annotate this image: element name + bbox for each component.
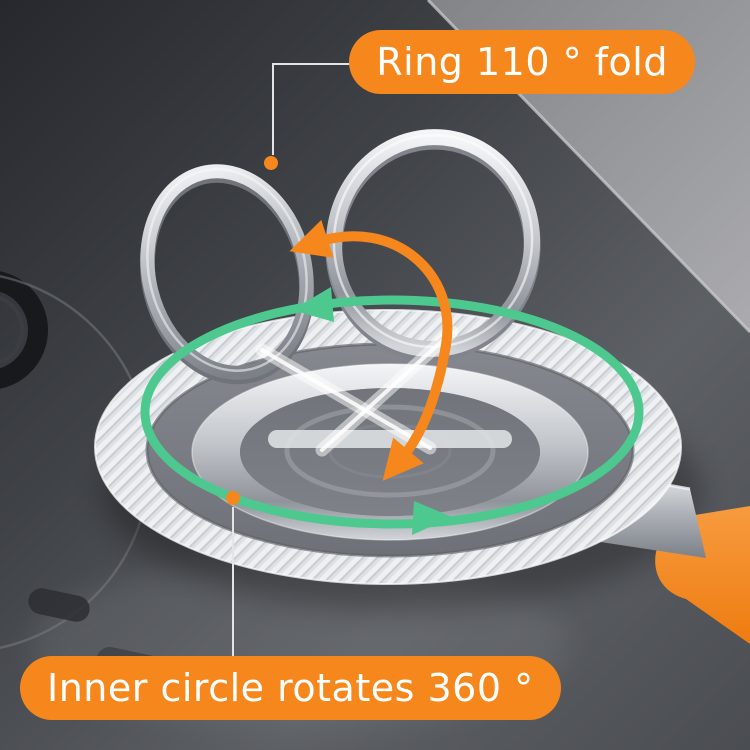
callout-dot-top	[264, 156, 278, 170]
side-button	[28, 588, 90, 622]
callout-line-top	[272, 63, 378, 155]
rotation-annotation-label: Inner circle rotates 360 °	[20, 656, 561, 720]
bottom-callout	[226, 491, 240, 660]
fold-annotation-label: Ring 110 ° fold	[349, 30, 695, 94]
callout-dot-bottom	[226, 491, 240, 505]
camera-lens-inner-rim	[0, 296, 24, 364]
hinge-bar	[268, 430, 512, 448]
top-callout	[264, 63, 378, 170]
fold-arrow-icon	[289, 219, 453, 481]
camera-lens	[0, 271, 48, 389]
rotation-arrowhead-bottom	[412, 501, 452, 535]
